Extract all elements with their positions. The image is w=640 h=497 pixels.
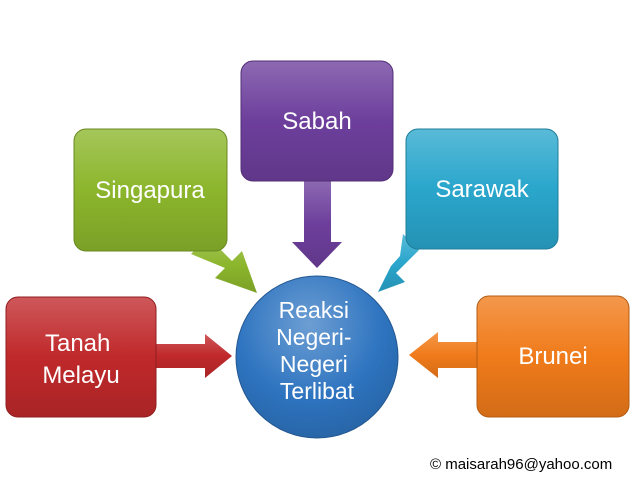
node-sabah: Sabah [240, 60, 394, 182]
node-label-tanah-melayu-2: Melayu [42, 362, 119, 389]
svg-text:Reaksi Negeri- Neg: Reaksi Negeri- Negeri Terlibat [276, 297, 358, 404]
center-node: Reaksi Negeri- Negeri Terlibat [235, 275, 399, 439]
copyright-credit: © maisarah96@yahoo.com [430, 456, 613, 473]
center-label-3: Negeri [280, 351, 348, 377]
node-label-tanah-melayu-1: Tanah [45, 330, 110, 357]
arrow-sabah [292, 180, 342, 268]
node-tanah-melayu: Tanah Melayu [5, 296, 157, 418]
node-singapura: Singapura [73, 128, 228, 252]
center-label-4: Terlibat [280, 378, 355, 404]
node-label-sarawak: Sarawak [435, 176, 529, 203]
center-label-2: Negeri- [276, 324, 351, 350]
node-label-sabah: Sabah [282, 108, 351, 135]
arrow-tanah-melayu [155, 334, 232, 378]
node-sarawak: Sarawak [405, 128, 559, 250]
node-label-singapura: Singapura [95, 177, 205, 204]
arrow-brunei [409, 332, 478, 378]
node-label-brunei: Brunei [518, 343, 587, 370]
svg-text:Tanah Melayu: Tanah Melayu [42, 330, 119, 389]
node-brunei: Brunei [476, 295, 630, 418]
arrow-sarawak [378, 234, 419, 292]
center-label-1: Reaksi [279, 297, 349, 323]
